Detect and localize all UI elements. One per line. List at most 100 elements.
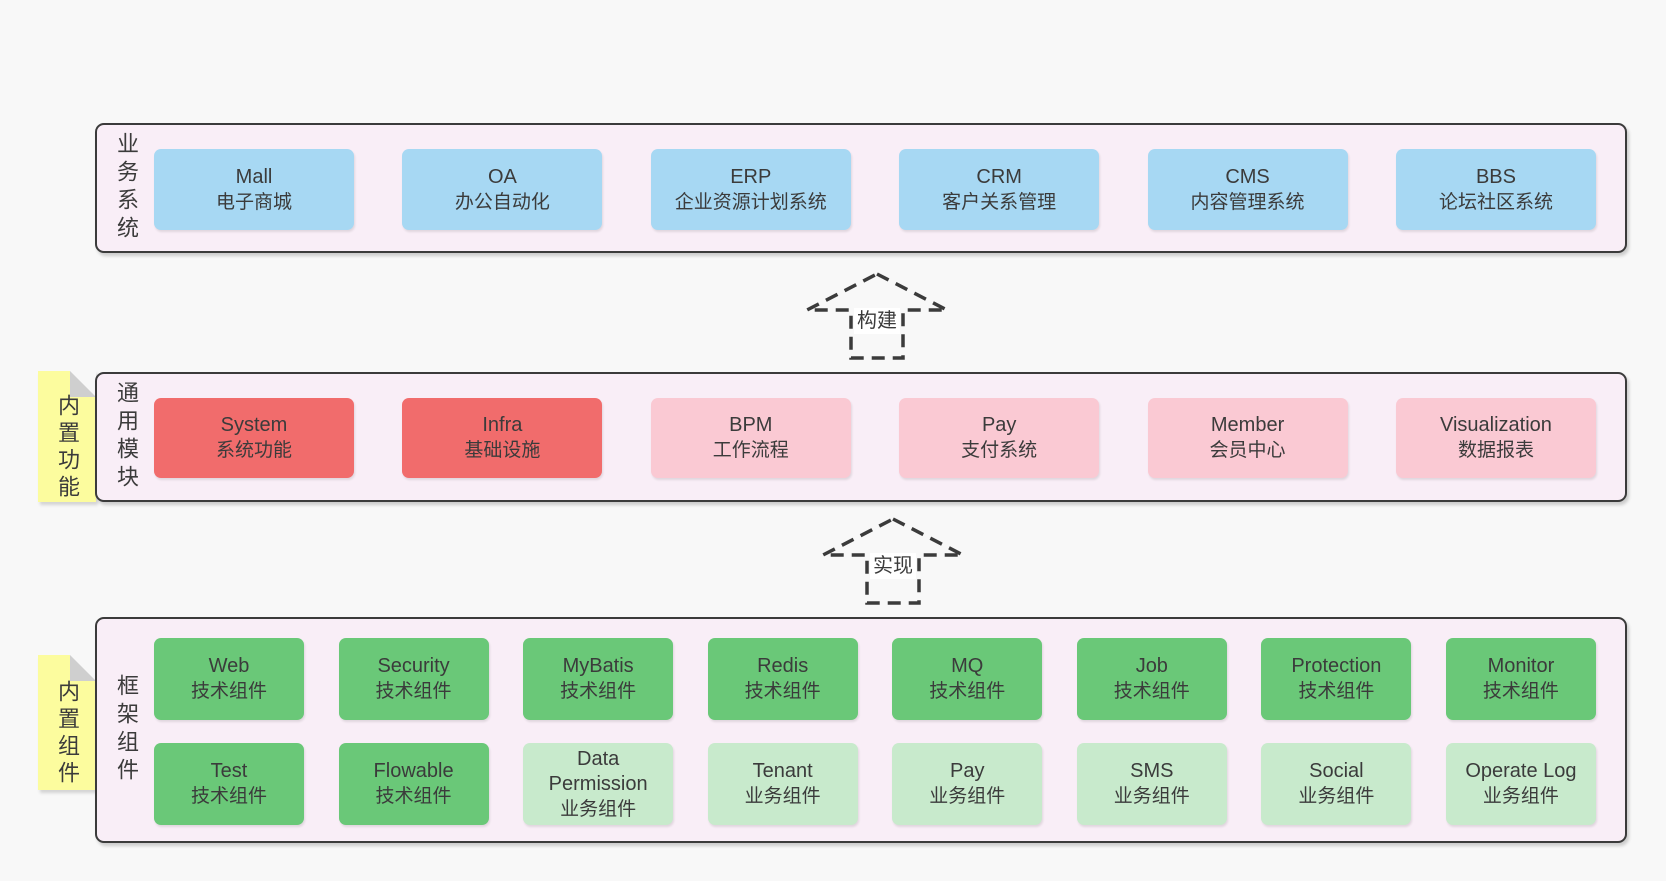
- arrow-label: 构建: [854, 308, 900, 334]
- module-name: Protection: [1291, 655, 1382, 677]
- module-name: Mall: [235, 165, 273, 188]
- module-desc: 业务组件: [1298, 786, 1375, 807]
- arrow-label: 实现: [870, 553, 916, 579]
- module-desc: 技术组件: [1113, 681, 1190, 702]
- module-name: Data Permission: [548, 747, 648, 795]
- module-desc: 数据报表: [1457, 440, 1534, 461]
- module-name: SMS: [1130, 760, 1174, 782]
- module-name: Web: [208, 655, 250, 677]
- module-box-erp: ERP 企业资源计划系统: [650, 149, 851, 230]
- module-name: Tenant: [752, 760, 813, 782]
- module-desc: 电子商城: [215, 191, 292, 213]
- module-box-bpm: BPM 工作流程: [650, 398, 851, 478]
- module-box-pay: Pay 业务组件: [892, 743, 1043, 825]
- module-box-sms: SMS 业务组件: [1076, 743, 1227, 825]
- module-desc: 业务组件: [744, 786, 821, 807]
- module-name: CMS: [1225, 165, 1270, 188]
- module-desc: 技术组件: [1482, 681, 1559, 702]
- module-name: Monitor: [1487, 655, 1555, 677]
- module-box-mall: Mall 电子商城: [154, 149, 354, 230]
- module-name: Pay: [950, 760, 985, 782]
- module-name: MQ: [951, 655, 984, 677]
- sticky-label: 内置功能: [55, 393, 80, 502]
- module-desc: 客户关系管理: [942, 191, 1057, 213]
- module-box-security: Security 技术组件: [338, 638, 489, 720]
- sticky-label: 内置组件: [55, 679, 80, 788]
- module-desc: 企业资源计划系统: [674, 191, 827, 213]
- module-desc: 技术组件: [560, 681, 637, 702]
- module-desc: 技术组件: [1298, 681, 1375, 702]
- module-name: Security: [377, 655, 450, 677]
- module-name: System: [220, 414, 288, 436]
- module-box-web: Web 技术组件: [154, 638, 304, 720]
- module-name: Pay: [981, 414, 1017, 436]
- up-arrow-shape: [806, 272, 948, 360]
- module-desc: 业务组件: [929, 786, 1006, 807]
- module-name: Flowable: [373, 760, 454, 782]
- module-box-tenant: Tenant 业务组件: [707, 743, 858, 825]
- module-name: Redis: [757, 655, 809, 677]
- module-box-mq: MQ 技术组件: [892, 638, 1043, 720]
- module-name: Visualization: [1439, 414, 1552, 436]
- module-name: Member: [1210, 414, 1285, 436]
- arrow-implement: 实现: [820, 516, 966, 606]
- module-box-infra: Infra 基础设施: [402, 398, 603, 478]
- module-row: System 系统功能 Infra 基础设施 BPM 工作流程 Pay 支付系统 Member 会…: [154, 398, 1596, 478]
- module-desc: 会员中心: [1209, 440, 1286, 461]
- module-box-protection: Protection 技术组件: [1261, 638, 1412, 720]
- module-desc: 论坛社区系统: [1438, 191, 1553, 213]
- module-desc: 基础设施: [464, 440, 541, 461]
- module-desc: 支付系统: [961, 440, 1038, 461]
- module-box-cms: CMS 内容管理系统: [1147, 149, 1348, 230]
- module-box-system: System 系统功能: [154, 398, 354, 478]
- module-box-monitor: Monitor 技术组件: [1445, 638, 1596, 720]
- module-desc: 技术组件: [190, 786, 267, 807]
- module-box-mybatis: MyBatis 技术组件: [523, 638, 674, 720]
- module-box-visualization: Visualization 数据报表: [1395, 398, 1596, 478]
- sticky-note-built-in-features: 内置功能: [38, 371, 96, 502]
- up-arrow-shape: [822, 517, 964, 605]
- module-desc: 办公自动化: [454, 191, 550, 213]
- module-box-member: Member 会员中心: [1147, 398, 1348, 478]
- module-box-operate-log: Operate Log 业务组件: [1445, 743, 1596, 825]
- module-box-social: Social 业务组件: [1261, 743, 1412, 825]
- module-name: Infra: [482, 414, 523, 436]
- module-desc: 技术组件: [929, 681, 1006, 702]
- layer-common-modules: 通用模块 System 系统功能 Infra 基础设施 BPM 工作流程 Pay 支付系统 Me…: [95, 372, 1627, 502]
- module-name: Job: [1135, 655, 1168, 677]
- module-box-bbs: BBS 论坛社区系统: [1395, 149, 1596, 230]
- module-desc: 技术组件: [375, 681, 452, 702]
- module-name: MyBatis: [562, 655, 634, 677]
- module-desc: 系统功能: [215, 440, 292, 461]
- module-name: CRM: [976, 165, 1022, 188]
- module-desc: 技术组件: [744, 681, 821, 702]
- module-box-crm: CRM 客户关系管理: [899, 149, 1100, 230]
- module-name: Social: [1309, 760, 1364, 782]
- module-box-flowable: Flowable 技术组件: [338, 743, 489, 825]
- module-name: ERP: [730, 165, 772, 188]
- module-desc: 业务组件: [1482, 786, 1559, 807]
- arrow-build: 构建: [804, 271, 950, 361]
- layer-label: 框架组件: [114, 674, 139, 786]
- module-box-data-permission: Data Permission 业务组件: [523, 743, 674, 825]
- module-desc: 工作流程: [712, 440, 789, 461]
- module-desc: 内容管理系统: [1190, 191, 1305, 213]
- module-desc: 业务组件: [1113, 786, 1190, 807]
- module-box-redis: Redis 技术组件: [707, 638, 858, 720]
- module-desc: 技术组件: [375, 786, 452, 807]
- module-name: Operate Log: [1465, 760, 1577, 782]
- module-name: OA: [487, 165, 517, 188]
- module-name: BBS: [1475, 165, 1516, 188]
- module-box-oa: OA 办公自动化: [402, 149, 603, 230]
- module-desc: 技术组件: [190, 681, 267, 702]
- layer-label: 通用模块: [114, 381, 139, 493]
- module-desc: 业务组件: [560, 798, 637, 820]
- module-box-pay: Pay 支付系统: [899, 398, 1100, 478]
- module-name: BPM: [729, 414, 773, 436]
